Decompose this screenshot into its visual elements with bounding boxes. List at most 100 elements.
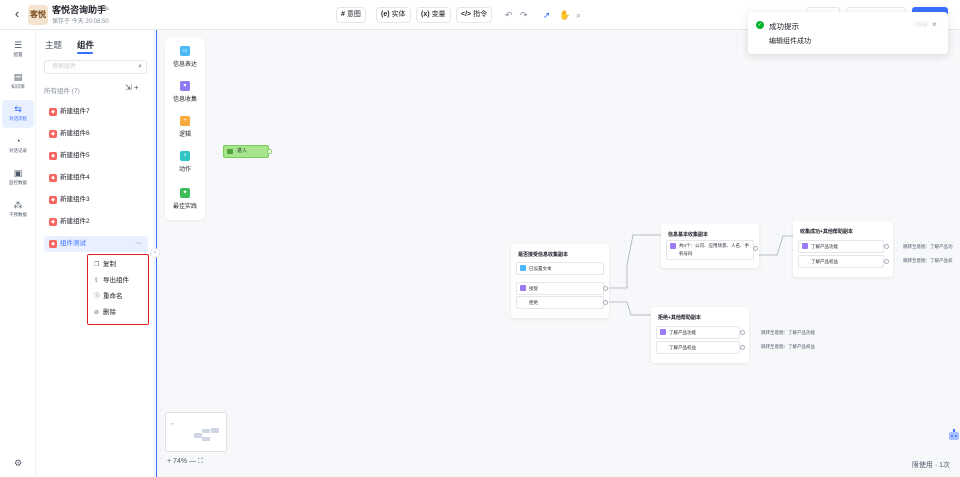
- flow-canvas[interactable]: ▭信息表达 ▾信息收集 ⑂逻辑 ⚡动作 ✦最佳实践 进入 是否接受信息收集副本 …: [156, 30, 960, 477]
- palette-item-best-practice[interactable]: ✦最佳实践: [165, 188, 205, 210]
- rail-item-settings[interactable]: ⚙: [2, 454, 34, 477]
- node-port[interactable]: [603, 286, 608, 291]
- fit-view-icon[interactable]: ⛶: [197, 458, 203, 465]
- list-item[interactable]: ◆新建组件7: [44, 104, 148, 120]
- all-components-label: 所有组件 (7): [44, 88, 80, 95]
- node-row: 接受: [516, 282, 604, 295]
- start-port[interactable]: [267, 149, 272, 154]
- delete-icon: ⊘: [94, 310, 100, 316]
- import-icon[interactable]: ⇲: [125, 83, 132, 92]
- menu-item-copy[interactable]: ❐复制: [94, 259, 116, 271]
- zoom-in-icon[interactable]: +: [167, 458, 172, 465]
- rail-label: 对话记录: [9, 148, 27, 153]
- node-port[interactable]: [884, 259, 889, 264]
- assistant-robot-icon[interactable]: [947, 428, 960, 444]
- tab-theme[interactable]: 主题: [45, 40, 63, 50]
- node-port[interactable]: [740, 345, 745, 350]
- palette-item-collection[interactable]: ▾信息收集: [165, 81, 205, 103]
- rail-label: 配置: [13, 52, 23, 57]
- row-label: 共4个：公司、应用场景、人名、手机号码: [679, 243, 750, 256]
- list-item[interactable]: ◆新建组件3: [44, 192, 148, 208]
- jump-tag: 跳转至意图：了解产品功能: [761, 330, 815, 335]
- link-accept: [607, 234, 661, 289]
- nodes-icon: ⁂: [13, 200, 23, 210]
- variable-label: 变量: [431, 11, 446, 18]
- flow-node[interactable]: 信息基本收集副本 共4个：公司、应用场景、人名、手机号码: [661, 224, 759, 268]
- close-icon[interactable]: ×: [932, 20, 937, 29]
- component-panel: 主题 组件 搜索组件 ⌕ 所有组件 (7) ⇲ + ◆新建组件7 ◆新建组件6 …: [36, 30, 155, 477]
- component-name: 新建组件5: [60, 152, 90, 159]
- search-icon[interactable]: ⌕: [576, 10, 582, 20]
- usage-info: 限使用 · 1次: [911, 462, 950, 469]
- palette-label: 逻辑: [178, 132, 191, 138]
- node-row: 了解产品功能: [798, 240, 884, 253]
- undo-icon[interactable]: ↶: [505, 10, 513, 20]
- rail-item-config[interactable]: ☰ 配置: [2, 36, 34, 64]
- left-rail: ☰ 配置 ▤ 知识库 ⇆ 对话流程 ◔ 对话记录 ▣ 监控数据 ⁂ 干预数据 ⚙: [0, 30, 36, 477]
- rail-item-knowledge[interactable]: ▤ 知识库: [2, 68, 34, 96]
- node-port[interactable]: [740, 330, 745, 335]
- minimap[interactable]: [165, 412, 227, 452]
- menu-label: 复制: [103, 261, 116, 268]
- sliders-icon: ☰: [13, 40, 23, 50]
- hand-icon[interactable]: ✋: [559, 10, 571, 20]
- list-item[interactable]: ◆新建组件4: [44, 170, 148, 186]
- node-port[interactable]: [884, 244, 889, 249]
- intent-label: 意图: [346, 11, 361, 18]
- more-icon[interactable]: ···: [135, 240, 142, 247]
- list-item[interactable]: ◆新建组件6: [44, 126, 148, 142]
- list-item[interactable]: ◆新建组件5: [44, 148, 148, 164]
- entity-label: 实体: [391, 11, 406, 18]
- flow-node[interactable]: 是否接受信息收集副本 已设置文本 接受 拒绝: [511, 244, 609, 318]
- palette-label: 信息收集: [172, 97, 197, 103]
- collapse-panel-icon[interactable]: ‹: [150, 248, 160, 258]
- menu-item-delete[interactable]: ⊘删除: [94, 307, 116, 319]
- action-icon: ⚡: [180, 151, 190, 161]
- node-row: 已设置文本: [516, 262, 604, 275]
- edit-title-icon[interactable]: ✎: [103, 4, 110, 13]
- row-label: 了解产品功能: [669, 330, 696, 335]
- start-node[interactable]: 进入: [223, 145, 272, 158]
- jump-tag: 跳转至意图：了解产品权益: [761, 344, 815, 349]
- option-icon: [660, 329, 666, 335]
- pointer-icon[interactable]: ➚: [543, 10, 551, 20]
- component-icon: ◆: [49, 174, 57, 182]
- redo-icon[interactable]: ↷: [520, 10, 528, 20]
- component-name: 新建组件7: [60, 108, 90, 115]
- list-item-selected[interactable]: ◆组件测试···: [44, 236, 148, 252]
- node-port[interactable]: [753, 246, 758, 251]
- rail-item-records[interactable]: ◔ 对话记录: [2, 132, 34, 160]
- hash-icon: #: [341, 11, 345, 18]
- back-arrow-icon[interactable]: ‹: [14, 6, 20, 21]
- search-input[interactable]: 搜索组件 ⌕: [44, 60, 147, 74]
- entity-button[interactable]: (e)实体: [376, 7, 411, 23]
- export-icon: ⇪: [94, 278, 100, 284]
- flow-node[interactable]: 收集成功+其他帮助副本 了解产品功能 了解产品权益: [793, 221, 893, 277]
- link-collect: [757, 235, 793, 256]
- rail-item-intervention[interactable]: ⁂ 干预数据: [2, 196, 34, 224]
- menu-item-export[interactable]: ⇪导出组件: [94, 275, 129, 287]
- palette-item-expression[interactable]: ▭信息表达: [165, 46, 205, 68]
- palette-item-logic[interactable]: ⑂逻辑: [165, 116, 205, 138]
- palette-item-action[interactable]: ⚡动作: [165, 151, 205, 173]
- variable-button[interactable]: (x)变量: [416, 7, 451, 23]
- row-label: 了解产品功能: [811, 244, 838, 249]
- flow-node[interactable]: 拒绝+其他帮助副本 了解产品功能 了解产品权益: [651, 307, 749, 363]
- intent-button[interactable]: #意图: [336, 7, 366, 23]
- tab-components[interactable]: 组件: [77, 40, 95, 50]
- list-item[interactable]: ◆新建组件2: [44, 214, 148, 230]
- best-practice-icon: ✦: [180, 188, 190, 198]
- node-port[interactable]: [603, 300, 608, 305]
- command-button[interactable]: </>指令: [456, 7, 493, 23]
- jump-tag: 跳转至意图：了解产品功: [903, 244, 953, 249]
- zoom-out-icon[interactable]: —: [189, 458, 197, 465]
- add-icon[interactable]: +: [133, 83, 139, 92]
- node-title: 信息基本收集副本: [668, 232, 709, 238]
- rail-item-monitor[interactable]: ▣ 监控数据: [2, 164, 34, 192]
- minimap-preview: [171, 423, 219, 441]
- option-icon: [802, 243, 808, 249]
- option-icon: [520, 285, 526, 291]
- rail-item-flow[interactable]: ⇆ 对话流程: [2, 100, 34, 128]
